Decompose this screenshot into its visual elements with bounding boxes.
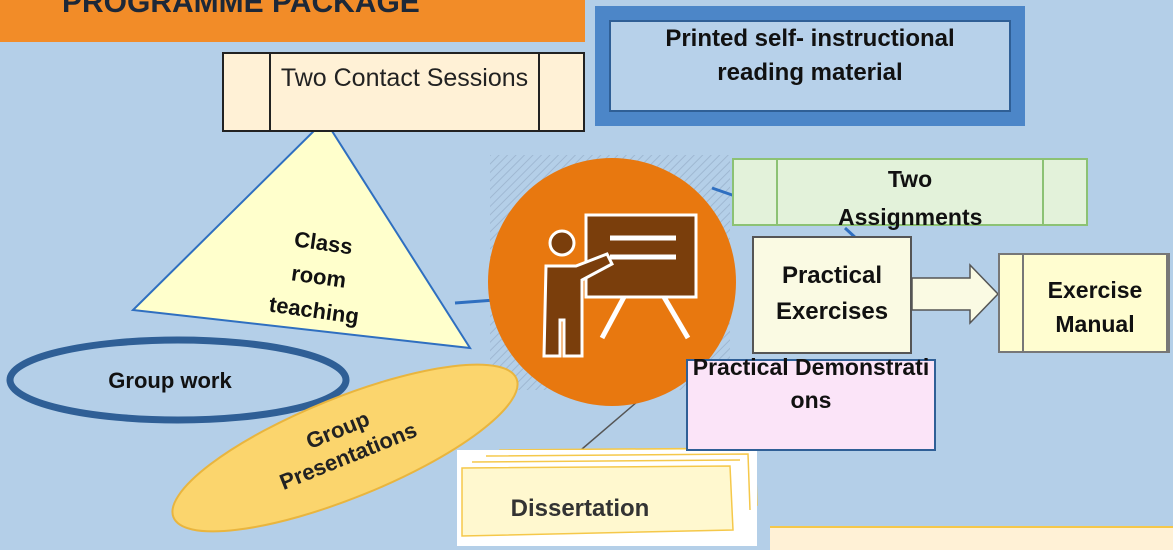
- practical-exercises-box: Practical Exercises: [752, 236, 912, 354]
- practical-demonstrations-label: Practical Demonstrations: [692, 354, 930, 413]
- arrow-to-exercise-manual: [911, 263, 1000, 325]
- contact-sessions-label: Two Contact Sessions: [280, 64, 529, 92]
- printed-material-box: Printed self- instructional reading mate…: [595, 6, 1025, 126]
- assignments-box: Two Assignments: [732, 158, 1088, 230]
- teacher-at-board-icon: [542, 213, 698, 358]
- dissertation-label: Dissertation: [511, 495, 650, 522]
- exercise-manual-label: Exercise Manual: [1047, 277, 1143, 337]
- dissertation-stack: Dissertation: [457, 447, 758, 546]
- assignments-label: Two Assignments: [838, 166, 983, 230]
- group-work-ellipse: [6, 336, 350, 424]
- title-bar: PROGRAMME PACKAGE: [0, 0, 585, 42]
- group-presentations-shape: Group Presentations: [171, 363, 519, 533]
- printed-material-label: Printed self- instructional reading mate…: [665, 25, 955, 86]
- connector-class-room: [454, 298, 496, 305]
- bottom-strip: [770, 526, 1173, 550]
- contact-sessions-box: Two Contact Sessions: [222, 52, 585, 132]
- practical-demonstrations-box: Practical Demonstrations: [686, 354, 936, 451]
- exercise-manual-box: Exercise Manual: [998, 253, 1170, 353]
- practical-exercises-label: Practical Exercises: [775, 262, 889, 325]
- class-room-triangle: [130, 118, 472, 350]
- connector-assignments: [711, 186, 736, 198]
- group-work-label: Group work: [108, 368, 232, 393]
- page-title: PROGRAMME PACKAGE: [62, 0, 420, 19]
